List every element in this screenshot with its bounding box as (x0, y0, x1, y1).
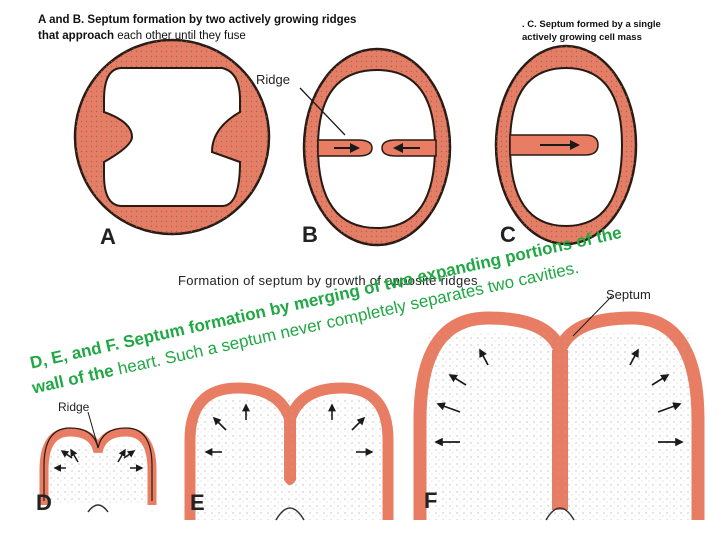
letter-f: F (424, 488, 438, 513)
figure-c (494, 44, 638, 246)
figure-e (184, 382, 394, 521)
caption-ab-bold: A and B. Septum formation by two activel… (38, 14, 357, 42)
ridge-label-bottom: Ridge (58, 400, 90, 414)
letter-c: C (500, 222, 516, 247)
figure-a (73, 38, 271, 236)
caption-c: . C. Septum formed by a single actively … (522, 19, 661, 43)
septum-label: Septum (606, 287, 651, 302)
ridge-label-top: Ridge (256, 72, 290, 87)
caption-ab-normal: each other until they fuse (114, 30, 246, 42)
letter-d: D (36, 490, 52, 515)
figure-b (299, 47, 452, 247)
figure-d (39, 411, 157, 513)
figure-f (413, 295, 705, 521)
letter-b: B (302, 222, 318, 247)
figure-caption: Formation of septum by growth of opposit… (178, 273, 478, 288)
letter-e: E (190, 490, 205, 515)
caption-ab: A and B. Septum formation by two activel… (38, 12, 358, 44)
letter-a: A (100, 224, 116, 249)
